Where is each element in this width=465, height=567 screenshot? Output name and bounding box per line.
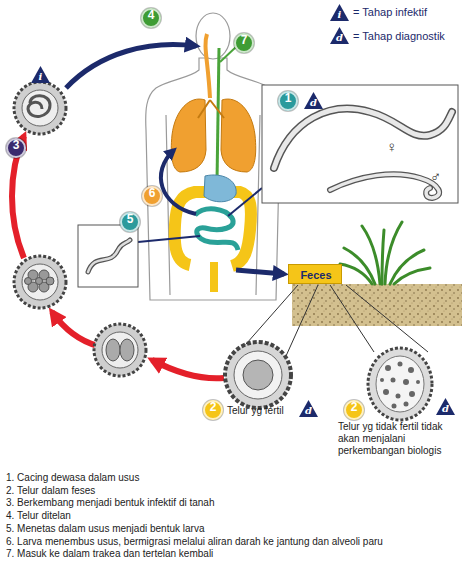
grass bbox=[340, 222, 430, 284]
lung bbox=[221, 99, 256, 172]
small-intestine bbox=[195, 209, 238, 250]
cycle-arrow bbox=[52, 312, 98, 346]
leader-line bbox=[138, 236, 200, 242]
female-worm bbox=[274, 109, 452, 168]
trachea bbox=[205, 34, 210, 98]
stage-icon: i bbox=[330, 4, 349, 21]
larva bbox=[88, 240, 130, 272]
large-intestine bbox=[175, 192, 251, 266]
human-figure bbox=[146, 13, 281, 300]
egg-fertile bbox=[225, 342, 291, 408]
step-text: 6. Larva menembus usus, bermigrasi melal… bbox=[6, 536, 383, 548]
female-worm-body bbox=[274, 109, 452, 168]
egg-embryonated bbox=[14, 256, 66, 308]
callout-number: 6 bbox=[142, 186, 162, 206]
stage-icon: d bbox=[436, 398, 455, 415]
inset-box: 1d ♀ ♂ bbox=[262, 85, 458, 203]
callout-number: 1 bbox=[278, 91, 298, 111]
ingestion-arrow bbox=[66, 45, 196, 88]
male-worm-body bbox=[330, 174, 439, 198]
sex-symbol: ♀ bbox=[386, 141, 397, 153]
callout-number: 5 bbox=[120, 212, 140, 232]
step-text: 5. Menetas dalam usus menjadi bentuk lar… bbox=[6, 523, 204, 535]
sex-symbol: ♂ bbox=[430, 171, 441, 183]
stage-icon: d bbox=[330, 27, 349, 44]
step-text: 7. Masuk ke dalam trakea dan tertelan ke… bbox=[6, 548, 213, 560]
callout-number: 2 bbox=[344, 400, 364, 420]
step-text: 1. Cacing dewasa dalam usus bbox=[6, 472, 139, 484]
caption-text: Telur yg tidak fertil tidak akan menjala… bbox=[338, 421, 463, 457]
stage-icon: i bbox=[31, 66, 50, 83]
cycle-arrow bbox=[152, 360, 224, 378]
bronchi bbox=[198, 100, 224, 118]
stage-icon: d bbox=[304, 92, 323, 109]
legend-text: = Tahap diagnostik bbox=[353, 30, 445, 42]
inset-box: 5 bbox=[78, 225, 138, 287]
migration-arrow bbox=[161, 150, 196, 214]
leader-line bbox=[228, 188, 262, 216]
step-text: 3. Berkembang menjadi bentuk infektif di… bbox=[6, 497, 214, 509]
callout-number: 3 bbox=[6, 138, 26, 158]
legend-text: = Tahap infektif bbox=[353, 6, 427, 18]
egg-infertile bbox=[368, 348, 432, 420]
callout-number: 7 bbox=[234, 33, 254, 53]
step-text: 4. Telur ditelan bbox=[6, 510, 71, 522]
step-text: 2. Telur dalam feses bbox=[6, 485, 95, 497]
lung bbox=[171, 99, 206, 172]
inset-frame bbox=[78, 225, 138, 287]
callout-number: 4 bbox=[141, 8, 161, 28]
feces-box: Feces bbox=[288, 264, 342, 284]
soil bbox=[292, 284, 462, 326]
inset-frame bbox=[262, 85, 458, 203]
stomach bbox=[204, 175, 236, 202]
caption-text: Telur yg fertil bbox=[227, 405, 284, 417]
larva-body bbox=[88, 240, 130, 272]
stage-icon: d bbox=[299, 400, 318, 417]
leader-line bbox=[220, 47, 236, 62]
rectum bbox=[210, 262, 218, 292]
esophagus bbox=[217, 48, 219, 182]
excretion-arrow bbox=[236, 270, 284, 274]
egg-infective bbox=[14, 82, 66, 134]
callout-number: 2 bbox=[203, 400, 223, 420]
male-worm bbox=[330, 174, 439, 198]
egg-two-cell bbox=[94, 324, 146, 376]
box-label: Feces bbox=[289, 269, 343, 281]
